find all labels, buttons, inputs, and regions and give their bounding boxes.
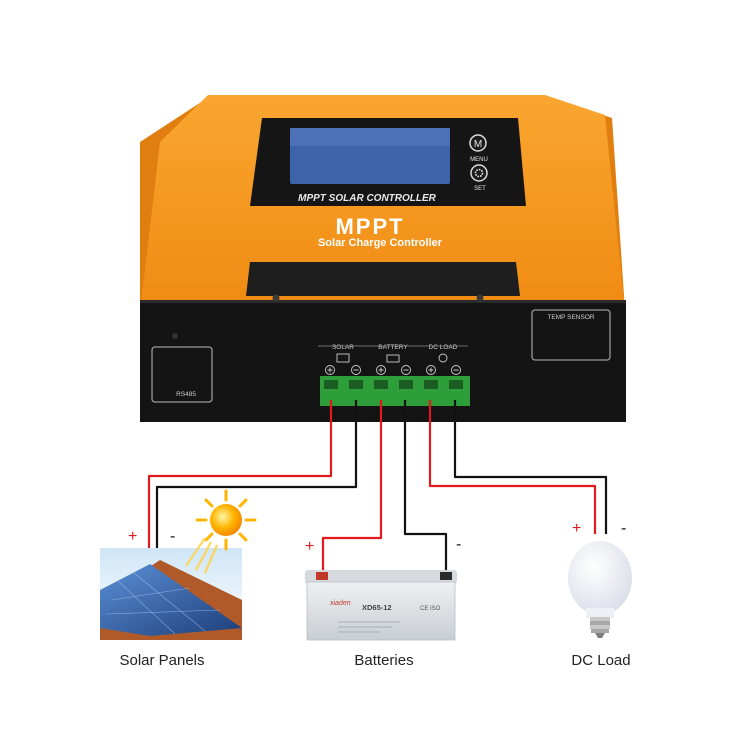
solar-plus-sign: + <box>128 528 137 545</box>
wire-solar-negative <box>155 400 358 566</box>
battery-body <box>306 581 456 641</box>
brand-logo: MPPT <box>335 214 404 239</box>
battery-model: XD65-12 <box>362 603 392 612</box>
polarity-markers <box>325 365 461 375</box>
battery-mini-icon <box>386 354 400 363</box>
lcd-glare <box>290 128 450 146</box>
battery-cert: CE ISO <box>420 606 441 612</box>
set-label: SET <box>474 186 486 192</box>
solar-panel <box>100 564 242 636</box>
battery-device: xiaden XD65-12 CE ISO + - <box>305 536 461 641</box>
solar-panels-device: + - <box>100 489 257 640</box>
bulb-glass <box>568 541 632 615</box>
caption-batteries: Batteries <box>354 652 414 669</box>
gear-icon <box>474 168 484 178</box>
bulb-base <box>590 617 610 638</box>
battery-terminal-negative <box>440 572 452 580</box>
bulb-neck <box>586 608 614 618</box>
caption-dc-load: DC Load <box>571 652 631 669</box>
menu-button[interactable] <box>469 134 487 152</box>
screw <box>272 294 280 302</box>
top-vent <box>246 262 520 296</box>
temp-sensor-port <box>531 309 611 361</box>
terminal-label-dc-load: DC LOAD <box>429 344 458 351</box>
battery-plus-sign: + <box>305 538 314 555</box>
wires <box>147 400 608 574</box>
charge-controller: M MENU SET MPPT SOLAR CONTROLLER MPPT So… <box>140 95 626 422</box>
light-bulb-icon: + - <box>568 520 632 638</box>
rs485-port <box>151 346 213 403</box>
rs485-label: RS485 <box>176 391 196 398</box>
load-minus-sign: - <box>621 520 626 537</box>
front-highlight <box>140 300 626 303</box>
screw <box>476 294 484 302</box>
terminal-label-solar: SOLAR <box>332 344 354 351</box>
sun-icon <box>185 489 257 574</box>
wire-load-positive <box>428 400 597 534</box>
wire-battery-positive <box>321 400 383 574</box>
caption-solar-panels: Solar Panels <box>119 652 205 669</box>
wire-battery-negative <box>403 400 448 574</box>
terminal-block <box>320 376 470 406</box>
battery-brand: xiaden <box>329 600 351 607</box>
menu-icon: M <box>474 139 482 150</box>
product-subtitle: Solar Charge Controller <box>318 237 443 249</box>
display-label: MPPT SOLAR CONTROLLER <box>298 193 437 204</box>
terminal-label-battery: BATTERY <box>378 344 408 351</box>
panel-grid <box>105 572 221 635</box>
terminal-slots <box>324 380 463 389</box>
set-button[interactable] <box>470 164 488 182</box>
menu-label: MENU <box>470 157 488 163</box>
battery-minus-sign: - <box>456 536 461 553</box>
screw <box>172 333 178 339</box>
bulb-mini-icon <box>438 353 448 363</box>
battery-lid <box>305 570 457 584</box>
temp-sensor-label: TEMP SENSOR <box>547 314 595 321</box>
wire-load-negative <box>453 400 608 534</box>
battery-terminal-positive <box>316 572 328 580</box>
wire-solar-positive <box>147 400 333 566</box>
solar-panel-mini-icon <box>336 353 350 363</box>
battery-fine-print <box>338 621 400 633</box>
solar-minus-sign: - <box>170 528 175 545</box>
load-plus-sign: + <box>572 520 581 537</box>
